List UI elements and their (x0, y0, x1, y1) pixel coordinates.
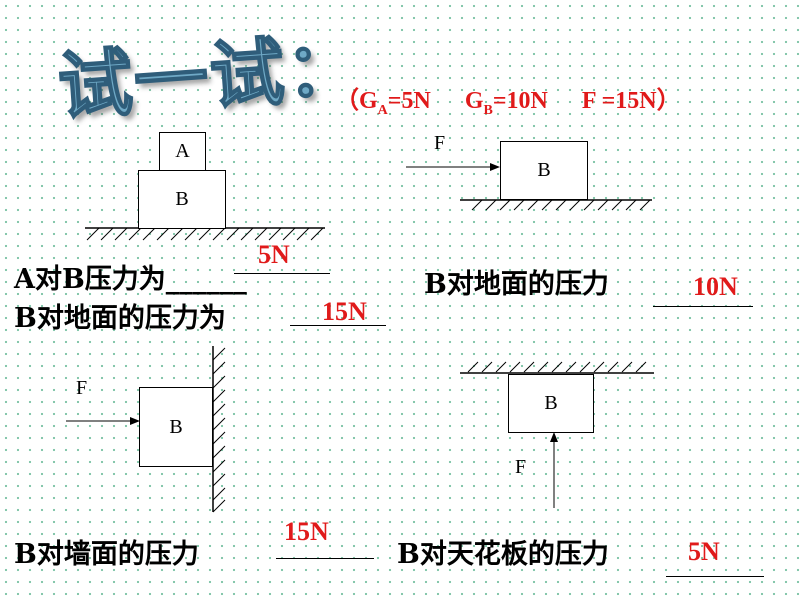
ga-value: =5N (387, 88, 431, 114)
close-paren: ） (656, 88, 681, 114)
question-q1: A对B压力为______ (14, 264, 247, 295)
block-b-label: B (169, 415, 183, 438)
gb-subscript: B (483, 102, 493, 118)
block-a-label: A (175, 140, 190, 162)
answer-q3: 10N (693, 272, 738, 301)
answer-line-q4 (276, 558, 374, 559)
block-b: B (138, 170, 226, 229)
question-q5: B对天花板的压力 (397, 539, 609, 570)
force-label: F (434, 132, 446, 154)
ga-symbol: G (359, 88, 378, 114)
block-b: B (500, 141, 588, 200)
answer-q4: 15N (284, 517, 329, 546)
gb-symbol: G (464, 88, 484, 114)
block-b: B (139, 387, 213, 467)
answer-line-q5 (666, 576, 764, 577)
gb-value: =10N (492, 88, 548, 114)
force-value: F =15N (581, 88, 657, 114)
answer-q5: 5N (688, 537, 720, 566)
floor-hatch (460, 199, 652, 211)
wall-hatch (212, 346, 226, 513)
block-b-label: B (175, 188, 189, 210)
force-label: F (76, 377, 88, 399)
ga-subscript: A (377, 102, 388, 118)
force-arrow-icon (66, 417, 140, 425)
force-arrow-icon (406, 163, 500, 171)
force-label: F (515, 456, 527, 478)
question-q3: B对地面的压力 (424, 269, 609, 300)
block-a: A (159, 132, 206, 171)
question-q4: B对墙面的压力 (14, 539, 199, 570)
answer-q2: 15N (322, 297, 367, 326)
answer-line-q1 (234, 273, 330, 274)
answer-line-q2 (290, 325, 386, 326)
open-paren: （ (335, 88, 359, 114)
block-b-label: B (537, 159, 551, 181)
ceiling-hatch (460, 361, 654, 374)
force-arrow-icon (550, 432, 558, 508)
floor-hatch (85, 227, 325, 241)
answer-line-q3 (653, 306, 753, 307)
answer-q1: 5N (258, 240, 290, 269)
page-title: 试一试： (54, 23, 365, 132)
question-q2: B对地面的压力为 (14, 303, 226, 334)
block-b-label: B (544, 392, 558, 414)
block-b: B (508, 374, 594, 433)
